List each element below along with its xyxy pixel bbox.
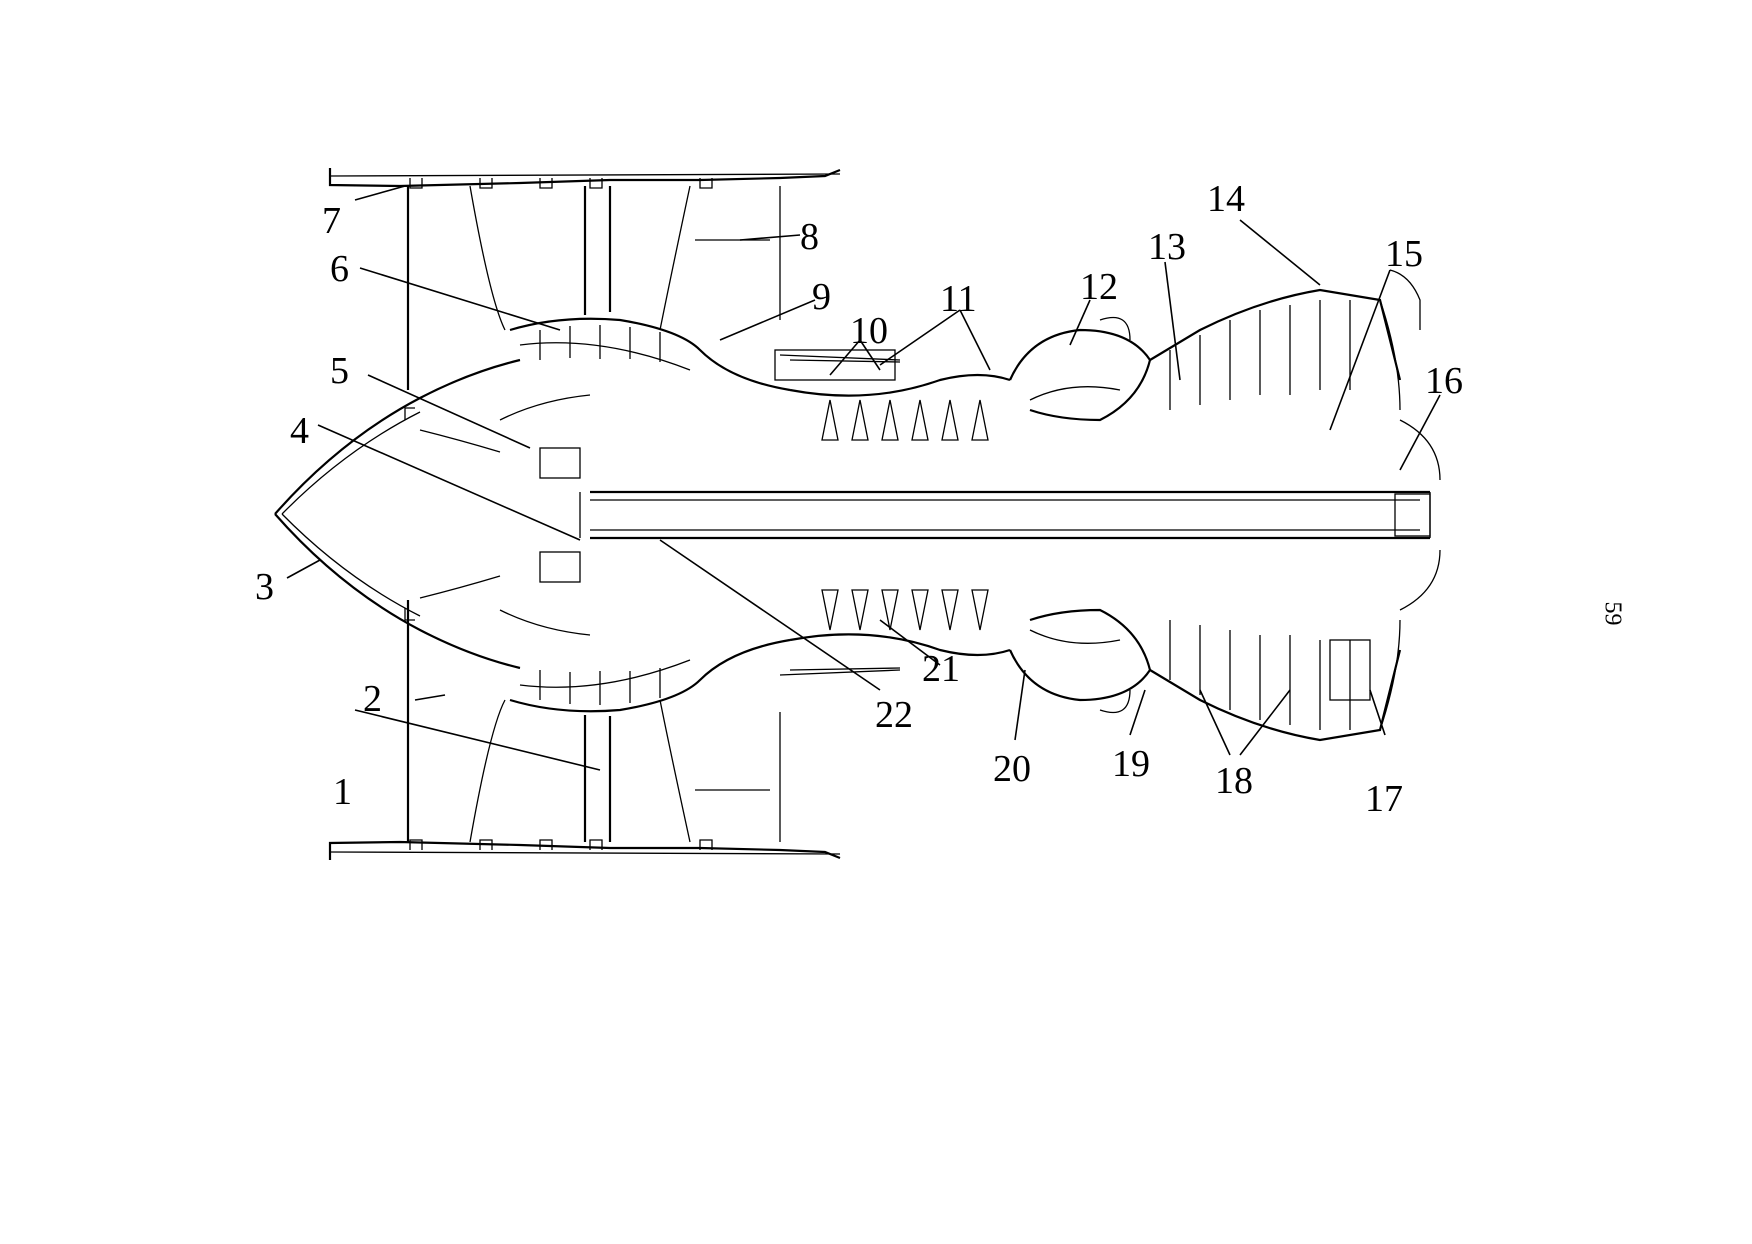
callout-13: 13 <box>1148 226 1186 268</box>
callout-3: 3 <box>255 566 274 608</box>
combustor <box>1008 316 1152 714</box>
spinner-cone <box>274 358 521 670</box>
callout-19: 19 <box>1112 743 1150 785</box>
callout-21: 21 <box>922 648 960 690</box>
callout-8: 8 <box>800 216 819 258</box>
engine-outer-casing <box>328 168 841 860</box>
leader-lines <box>286 185 1441 771</box>
hp-lp-turbine <box>1149 269 1441 742</box>
callout-1: 1 <box>333 771 352 813</box>
fan-blades <box>406 185 781 843</box>
callout-15: 15 <box>1385 233 1423 275</box>
callout-9: 9 <box>812 276 831 318</box>
hp-compressor <box>774 349 1011 676</box>
callout-6: 6 <box>330 248 349 290</box>
callout-14: 14 <box>1207 178 1245 220</box>
callout-17: 17 <box>1365 778 1403 820</box>
callout-22: 22 <box>875 694 913 736</box>
callout-5: 5 <box>330 350 349 392</box>
callout-4: 4 <box>290 410 309 452</box>
callout-11: 11 <box>940 278 977 320</box>
callout-12: 12 <box>1080 266 1118 308</box>
page-number: 59 <box>1599 601 1626 626</box>
callout-20: 20 <box>993 748 1031 790</box>
callout-10: 10 <box>850 310 888 352</box>
callout-7: 7 <box>322 200 341 242</box>
callout-16: 16 <box>1425 360 1463 402</box>
callout-18: 18 <box>1215 760 1253 802</box>
core-shaft <box>579 490 1431 540</box>
booster-lpc <box>499 317 791 713</box>
callout-2: 2 <box>363 678 382 720</box>
